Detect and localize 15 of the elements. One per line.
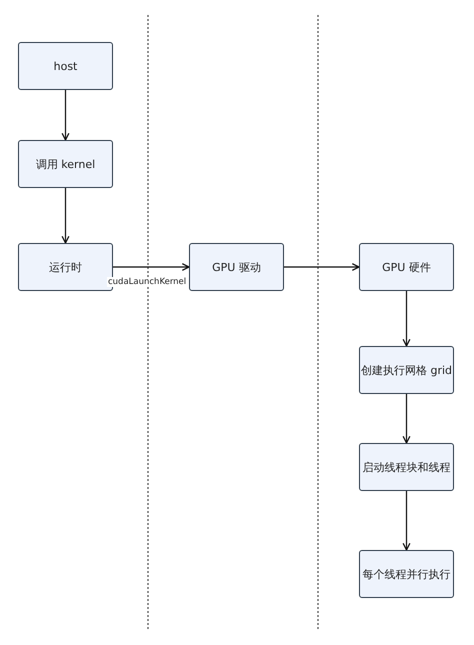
arrow [402,491,410,551]
process-box: 调用 kernel [18,140,113,188]
process-box: host [18,42,113,90]
arrow [113,263,190,271]
arrow [402,291,410,347]
arrow [62,90,70,141]
process-box: GPU 驱动 [189,243,284,291]
arrow [402,394,410,444]
arrow [284,263,360,271]
edge-label: cudaLaunchKernel [107,277,188,287]
process-box: 每个线程并行执行 [359,550,454,598]
process-box: 创建执行网格 grid [359,346,454,394]
process-box: 启动线程块和线程 [359,443,454,491]
arrow [62,188,70,244]
process-box: GPU 硬件 [359,243,454,291]
